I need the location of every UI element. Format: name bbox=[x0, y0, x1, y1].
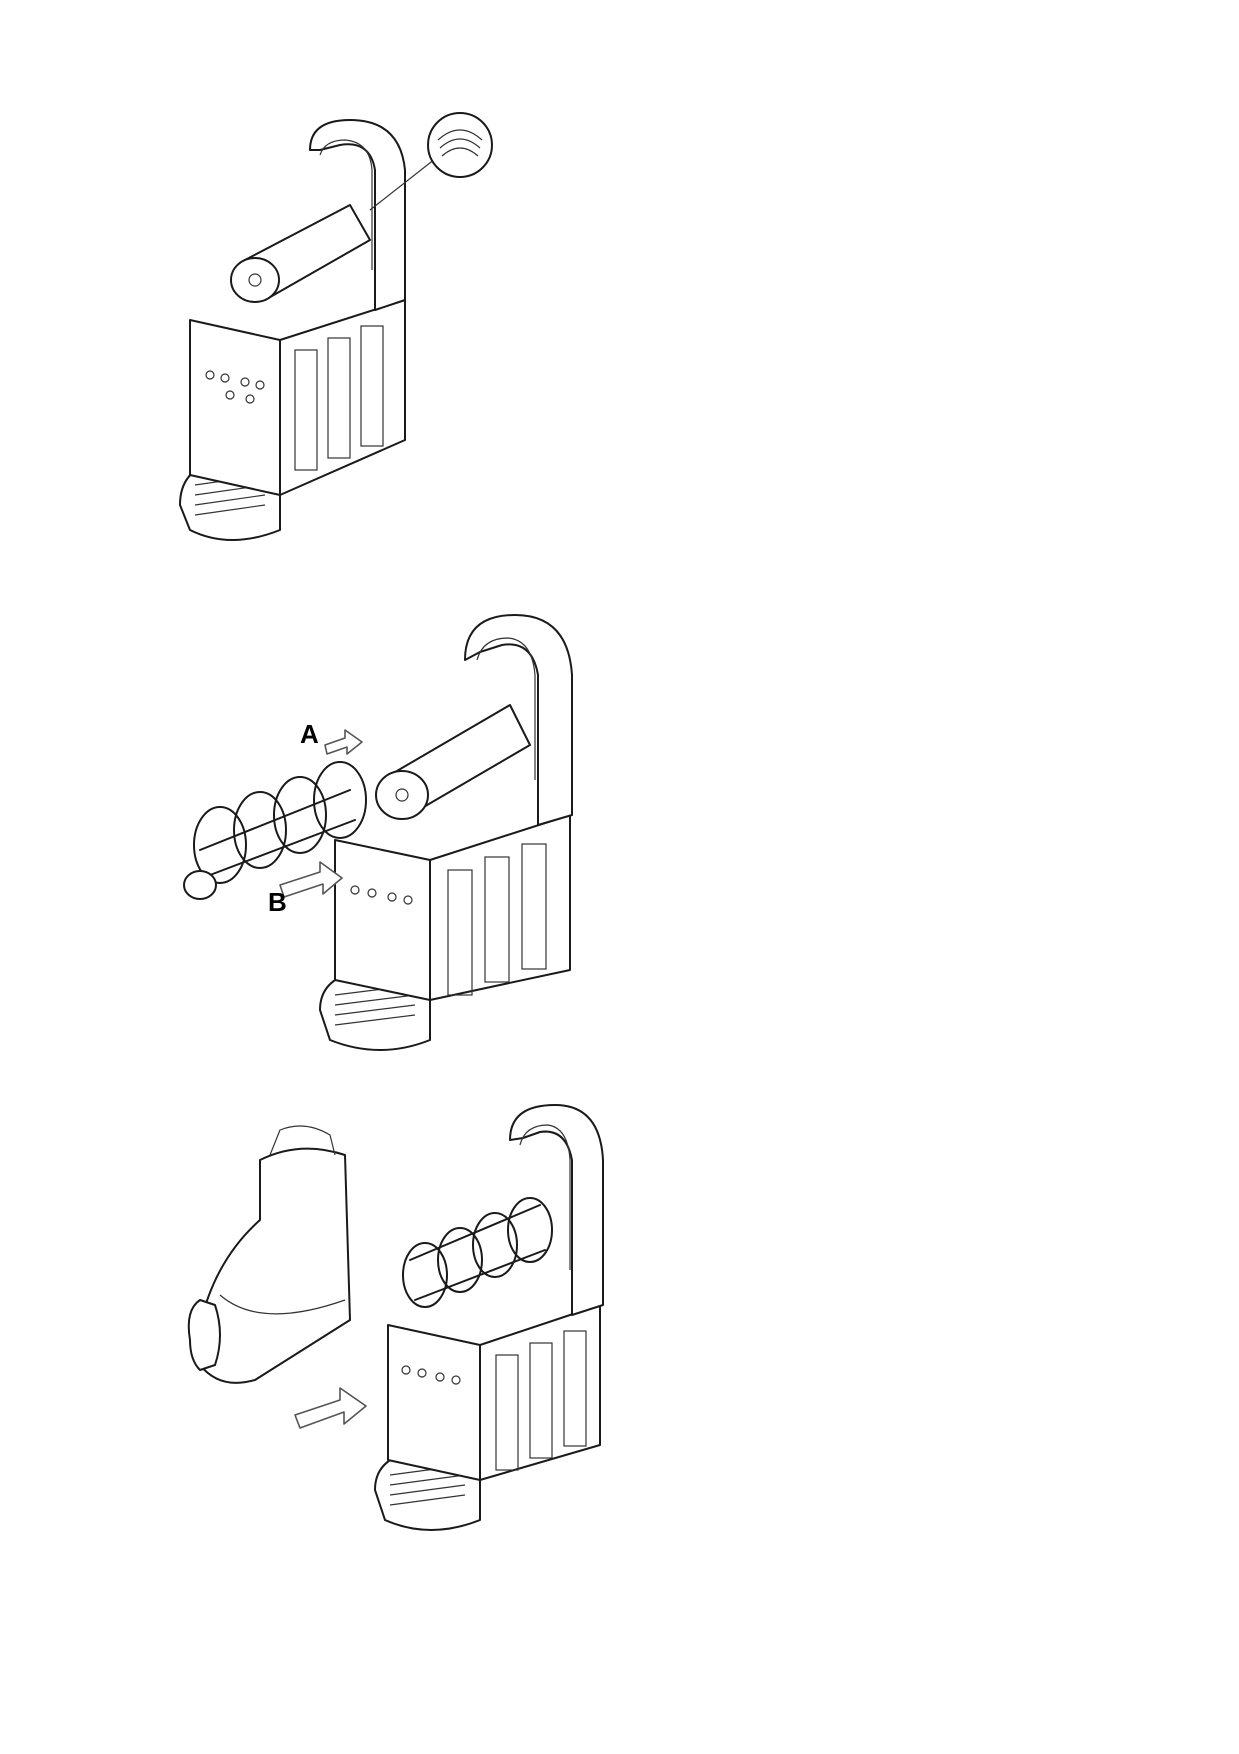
machine-diagram-2: A B bbox=[183, 614, 573, 1051]
tower-gasket bbox=[476, 637, 536, 780]
machine-diagram-1 bbox=[179, 112, 493, 541]
cover-contour bbox=[219, 1294, 346, 1315]
gasket-detail-icon bbox=[427, 112, 493, 178]
side-body bbox=[429, 814, 571, 1001]
machine-diagram-3 bbox=[187, 1104, 604, 1531]
installed-auger bbox=[402, 1197, 553, 1308]
front-panel bbox=[387, 1324, 481, 1481]
insert-arrow-icon bbox=[279, 861, 343, 898]
cylinder-front-face bbox=[230, 257, 280, 303]
side-vents bbox=[294, 325, 384, 471]
bowl-cover bbox=[199, 1147, 351, 1384]
tower-gasket bbox=[519, 1124, 571, 1270]
control-buttons bbox=[205, 370, 265, 404]
callout-b: B bbox=[268, 887, 287, 917]
side-vents bbox=[495, 1330, 587, 1471]
figure-step-2: A B bbox=[180, 600, 650, 1080]
dispensing-tap bbox=[187, 1299, 221, 1371]
figure-step-3 bbox=[180, 1100, 650, 1560]
side-body bbox=[479, 1304, 601, 1481]
cover-lid-opening bbox=[269, 1125, 336, 1156]
cylinder-shaft bbox=[395, 788, 409, 802]
drip-tray-grid bbox=[334, 984, 416, 1026]
cylinder-shaft bbox=[248, 273, 262, 287]
side-vents bbox=[447, 843, 547, 996]
callout-a: A bbox=[300, 719, 319, 749]
control-buttons bbox=[350, 885, 413, 905]
cylinder-front-face bbox=[375, 770, 429, 820]
insert-arrow-icon bbox=[294, 1387, 367, 1429]
drip-tray-grid bbox=[389, 1464, 466, 1506]
auger-end-cap bbox=[183, 870, 217, 900]
front-panel bbox=[334, 839, 431, 1001]
rear-tower bbox=[509, 1104, 604, 1316]
figure-step-1 bbox=[170, 110, 570, 570]
auger-spiral bbox=[183, 761, 367, 900]
rear-tower bbox=[309, 119, 406, 311]
insert-arrow-icon bbox=[324, 729, 363, 755]
control-buttons bbox=[401, 1365, 461, 1385]
rear-tower bbox=[464, 614, 573, 826]
side-body bbox=[279, 299, 406, 496]
detail-leader-line bbox=[369, 154, 441, 211]
tower-gasket bbox=[319, 139, 373, 270]
front-panel bbox=[189, 319, 281, 496]
